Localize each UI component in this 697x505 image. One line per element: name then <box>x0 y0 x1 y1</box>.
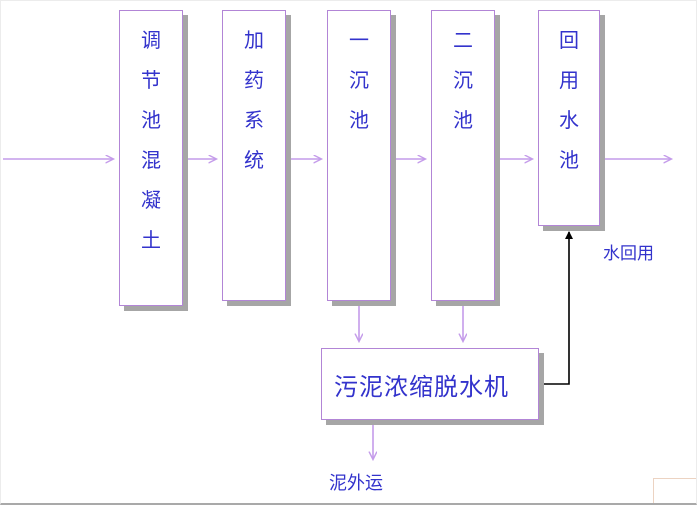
box-secondary-sedimentation-tank: 二 沉 池 <box>431 10 495 301</box>
box-label: 回 用 水 池 <box>559 30 579 172</box>
box-dosing-system: 加 药 系 统 <box>222 10 286 301</box>
box-label: 污泥浓缩脱水机 <box>334 373 509 401</box>
label-sludge-out: 泥外运 <box>329 473 383 493</box>
box-regulating-tank-concrete: 调 节 池 混 凝 土 <box>119 10 183 306</box>
box-primary-sedimentation-tank: 一 沉 池 <box>327 10 391 301</box>
box-label: 二 沉 池 <box>453 30 473 132</box>
box-reuse-water-tank: 回 用 水 池 <box>538 10 600 226</box>
box-label: 调 节 池 混 凝 土 <box>141 30 161 252</box>
corner-artifact <box>653 478 696 503</box>
arrow-water-recycle <box>540 231 573 385</box>
box-label: 一 沉 池 <box>349 30 369 132</box>
label-water-reuse: 水回用 <box>603 244 654 263</box>
box-label: 加 药 系 统 <box>244 30 264 172</box>
box-sludge-dewatering-machine: 污泥浓缩脱水机 <box>321 348 539 420</box>
